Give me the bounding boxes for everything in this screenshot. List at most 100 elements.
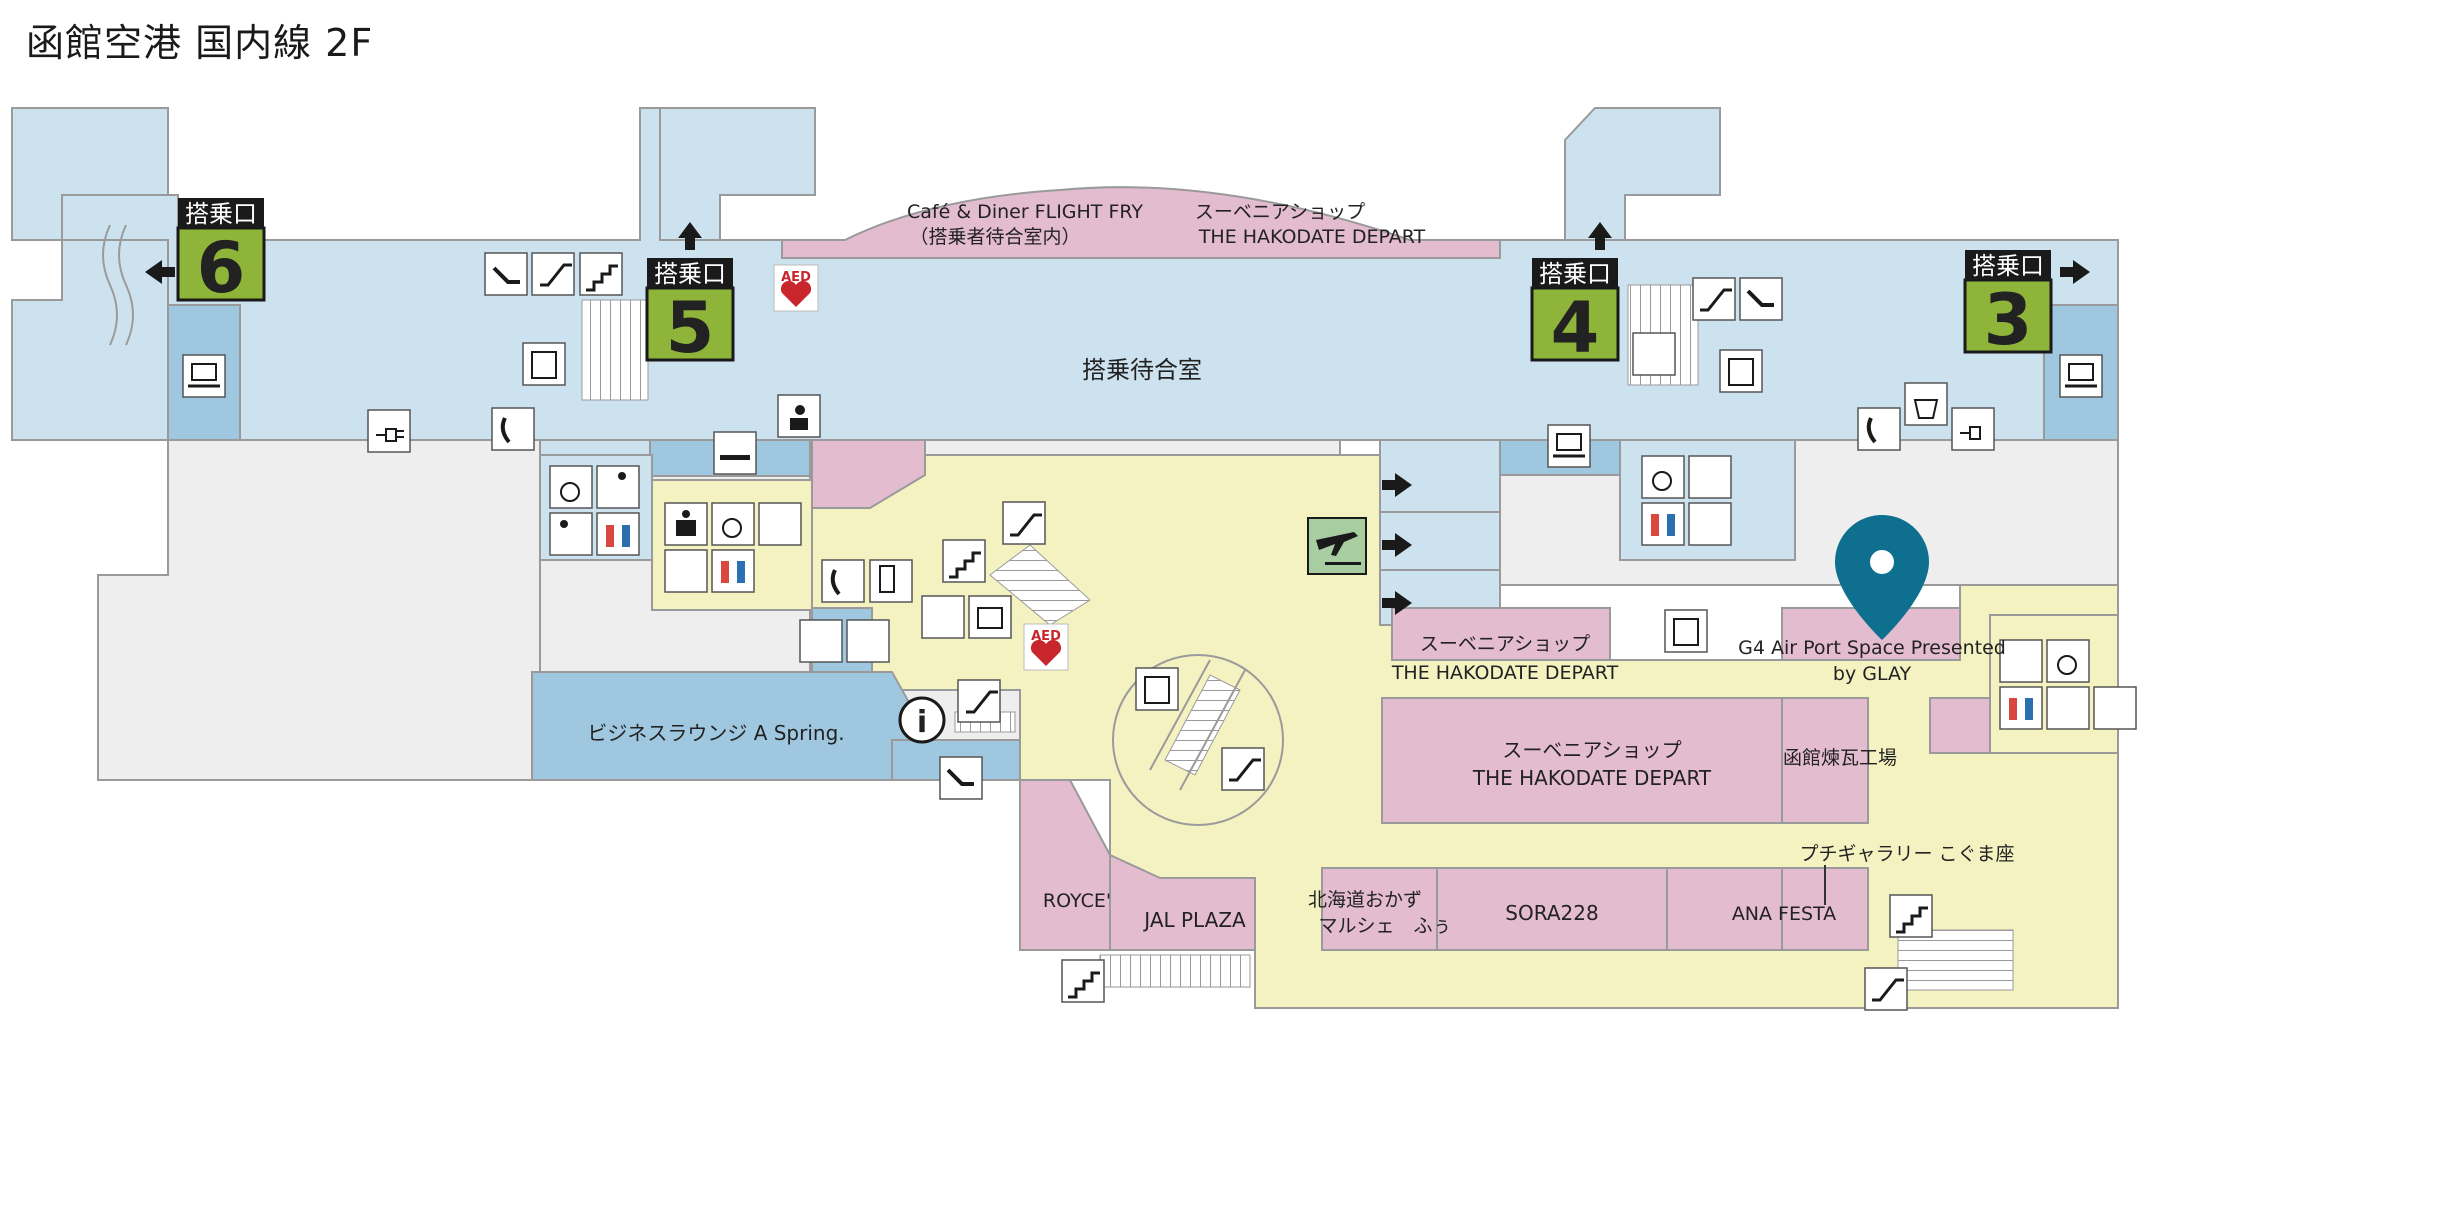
family-restroom-icon [549, 512, 593, 556]
waiting-person-icon [921, 595, 965, 639]
elevator-icon [1135, 667, 1179, 711]
restroom-icon [1999, 686, 2043, 730]
label-cafe-line2: （搭乗者待合室内） [909, 226, 1080, 248]
gate-5-label: 搭乗口 [654, 260, 726, 288]
svg-text:i: i [917, 705, 927, 740]
arrow-up-icon [1588, 222, 1612, 250]
label-souvenir-big-line1: スーベニアショップ [1502, 738, 1681, 762]
shop-ana-festa[interactable] [1666, 867, 1783, 951]
restroom-icon [596, 512, 640, 556]
aed-icon: AED [773, 264, 819, 312]
arrow-right-icon [1382, 533, 1412, 557]
shops [781, 186, 1991, 951]
escalator-up-icon [1002, 501, 1046, 545]
laptop-icon [2059, 354, 2103, 398]
nursing-room-icon [664, 502, 708, 546]
arrow-right-icon [1382, 473, 1412, 497]
arrow-right-icon [1382, 591, 1412, 615]
gate-3-badge[interactable]: 搭乗口 3 [1963, 250, 2053, 361]
gate-6-label: 搭乗口 [185, 200, 257, 228]
escalator-up-icon [1221, 747, 1265, 791]
label-boarding-lounge: 搭乗待合室 [1082, 356, 1202, 384]
arrow-right-icon [2060, 260, 2090, 284]
stairs-icon [942, 539, 986, 583]
shop-souvenir-big[interactable] [1381, 697, 1783, 824]
map-break-line [102, 224, 118, 346]
waiting-person-icon [777, 394, 821, 438]
telephone-icon [1857, 407, 1901, 451]
label-souvenir-big-line2: THE HAKODATE DEPART [1472, 766, 1712, 790]
baby-bed-icon [1999, 639, 2043, 683]
wheelchair-icon [1641, 455, 1685, 499]
label-souvenir-mid-line2: THE HAKODATE DEPART [1391, 662, 1619, 684]
restroom-block-right [1989, 614, 2119, 754]
arrow-left-icon [145, 260, 175, 284]
power-outlet-icon [1951, 407, 1995, 451]
shop-pink-right[interactable] [1929, 697, 1991, 754]
baby-change-icon [2046, 686, 2090, 730]
stairs-icon [1889, 894, 1933, 938]
label-sora228: SORA228 [1505, 901, 1598, 925]
shop-royce[interactable] [1019, 779, 1111, 951]
gate-5-badge[interactable]: 搭乗口 5 [645, 258, 735, 369]
shop-pink-corner[interactable] [811, 439, 926, 509]
label-souvenir-top-line1: スーベニアショップ [1195, 201, 1365, 223]
laptop-icon [1547, 424, 1591, 468]
family-restroom-icon [1688, 502, 1732, 546]
baby-change-icon [1688, 455, 1732, 499]
shop-jal-plaza[interactable] [1109, 853, 1256, 951]
gate-4-badge[interactable]: 搭乗口 4 [1530, 258, 1620, 369]
shop-souvenir-mid[interactable] [1391, 607, 1611, 661]
baby-change-icon [758, 502, 802, 546]
location-pin-icon[interactable] [1835, 515, 1929, 640]
label-business-lounge: ビジネスラウンジ A Spring. [587, 721, 844, 745]
family-restroom-icon [664, 549, 708, 593]
stairs-icon [1061, 959, 1105, 1003]
label-ana-festa: ANA FESTA [1732, 903, 1836, 925]
stairs-icon [579, 252, 623, 296]
elevator-icon [1719, 349, 1763, 393]
gate-3-label: 搭乗口 [1972, 252, 2044, 280]
gate-4-number: 4 [1551, 287, 1600, 369]
label-hokkaido-line1: 北海道おかず [1308, 889, 1422, 911]
power-outlet-icon [367, 409, 411, 453]
label-jal-plaza: JAL PLAZA [1142, 908, 1246, 932]
pictograms [182, 252, 2137, 1011]
wheelchair-icon [711, 502, 755, 546]
departure-plane-icon [1307, 517, 1367, 575]
elevator-icon [522, 342, 566, 386]
information-icon[interactable]: i [898, 696, 946, 744]
shop-brick-factory[interactable] [1781, 697, 1869, 824]
label-cafe-line1: Café & Diner FLIGHT FRY [907, 201, 1143, 223]
massage-chair-icon [1739, 277, 1783, 321]
laptop-icon [182, 354, 226, 398]
arrow-up-icon [678, 222, 702, 250]
area-labels: 搭乗待合室 Café & Diner FLIGHT FRY （搭乗者待合室内） … [587, 201, 2014, 937]
label-souvenir-mid-line1: スーベニアショップ [1420, 633, 1590, 655]
telephone-icon [491, 407, 535, 451]
spiral-stair-circle [1112, 654, 1284, 826]
shop-sora228[interactable] [1436, 867, 1668, 951]
family-restroom-icon [2093, 686, 2137, 730]
escalator-down-icon [1692, 277, 1736, 321]
gate-6-number: 6 [197, 227, 246, 309]
phone-charging-icon [869, 559, 913, 603]
label-brick-factory: 函館煉瓦工場 [1783, 747, 1897, 769]
baby-change-icon [596, 465, 640, 509]
gate-4-label: 搭乗口 [1539, 260, 1611, 288]
label-souvenir-top-line2: THE HAKODATE DEPART [1198, 226, 1426, 248]
escalator-down-icon [531, 252, 575, 296]
label-royce: ROYCE' [1043, 890, 1111, 912]
wheelchair-icon [549, 465, 593, 509]
telephone-icon [821, 559, 865, 603]
nursing-icon [799, 619, 843, 663]
gate-6-badge[interactable]: 搭乗口 6 [176, 198, 266, 309]
label-g4-line2: by GLAY [1833, 663, 1912, 685]
escalator-down-icon [957, 679, 1001, 723]
shop-cafe-souvenir-top[interactable] [781, 186, 1501, 259]
massage-chair-icon [939, 756, 983, 800]
smoking-room-icon [713, 431, 757, 475]
drinking-water-icon [1904, 382, 1948, 426]
label-hokkaido-line2: マルシェ ふぅ [1318, 915, 1451, 937]
